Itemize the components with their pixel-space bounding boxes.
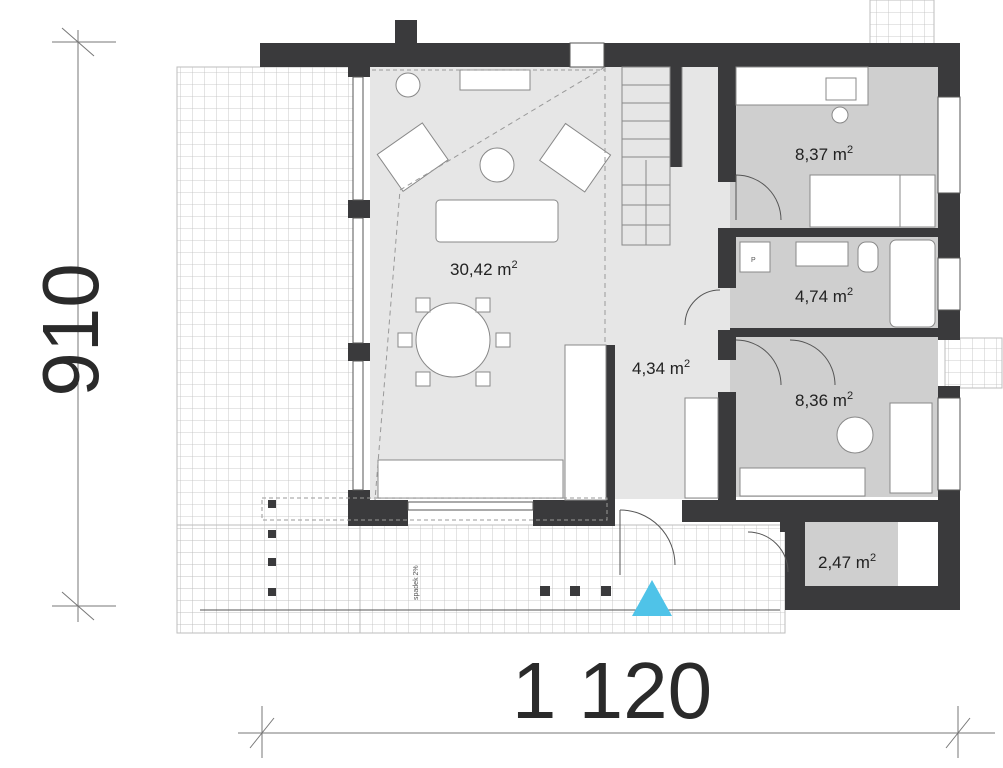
label-bedroom-bottom: 8,36 m2 [795, 390, 853, 410]
label-living-area: 30,42 m2 [450, 259, 518, 279]
bathroom-furniture [739, 239, 936, 328]
height-dimension-label: 910 [26, 263, 115, 396]
terrace-posts [268, 500, 611, 596]
label-bedroom-top: 8,37 m2 [795, 144, 853, 164]
wardrobe [684, 397, 719, 499]
balcony-right [944, 337, 1003, 389]
boiler-tag: P [751, 257, 756, 264]
bedroom-bottom-furniture [739, 402, 933, 497]
walls [260, 20, 960, 610]
slope-note: spadek 2% [413, 565, 420, 600]
storage-floor [805, 512, 898, 586]
dimension-lines [52, 27, 995, 758]
terrace-front [176, 524, 786, 634]
living-furniture [376, 69, 612, 501]
label-storage: 2,47 m2 [818, 552, 876, 572]
width-dimension-label: 1 120 [512, 646, 712, 735]
entrance-triangle-icon [632, 580, 672, 616]
bedroom-top-furniture [735, 66, 936, 228]
doors [619, 174, 836, 575]
staircase [621, 66, 683, 246]
windows [352, 42, 961, 511]
label-hall: 4,34 m2 [632, 358, 690, 378]
label-bathroom: 4,74 m2 [795, 286, 853, 306]
